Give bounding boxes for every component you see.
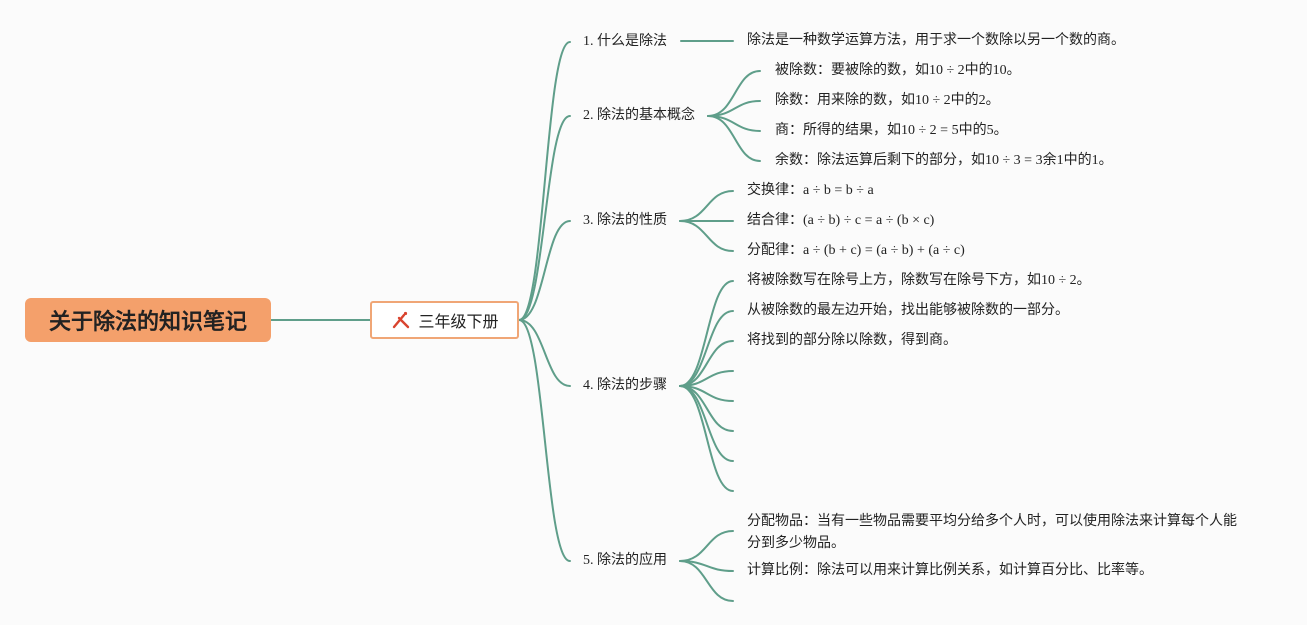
link-branch-1 — [518, 41, 571, 321]
leaf-2-1[interactable]: 被除数：要被除的数，如10 ÷ 2中的10。 — [775, 63, 1021, 78]
leaf-3-2[interactable]: 结合律：(a ÷ b) ÷ c = a ÷ (b × c) — [747, 213, 935, 228]
leaf-2-2[interactable]: 除数：用来除的数，如10 ÷ 2中的2。 — [775, 93, 1000, 108]
leaf-3-3[interactable]: 分配律：a ÷ (b + c) = (a ÷ b) + (a ÷ c) — [747, 243, 965, 258]
link-4-7 — [679, 385, 734, 462]
branch-3-label[interactable]: 3. 除法的性质 — [583, 213, 667, 228]
ruler-pencil-icon — [393, 311, 410, 329]
leaf-5-2[interactable]: 计算比例：除法可以用来计算比例关系，如计算百分比、比率等。 — [747, 563, 1153, 578]
link-branch-5 — [518, 319, 571, 562]
link-4-8 — [679, 385, 734, 492]
leaf-2-4[interactable]: 余数：除法运算后剩下的部分，如10 ÷ 3 = 3余1中的1。 — [775, 153, 1113, 168]
leaf-3-1[interactable]: 交换律：a ÷ b = b ÷ a — [747, 183, 874, 198]
branch-2-label[interactable]: 2. 除法的基本概念 — [583, 108, 695, 123]
leaf-5-1[interactable]: 分配物品：当有一些物品需要平均分给多个人时，可以使用除法来计算每个人能分到多少物… — [747, 514, 1237, 551]
branch-5-label[interactable]: 5. 除法的应用 — [583, 553, 667, 568]
link-branch-3 — [518, 220, 571, 321]
leaf-2-3[interactable]: 商：所得的结果，如10 ÷ 2 = 5中的5。 — [775, 123, 1008, 138]
link-branch-2 — [518, 115, 571, 321]
link-5-3 — [679, 560, 734, 602]
branch-4-label[interactable]: 4. 除法的步骤 — [583, 378, 667, 393]
central-topic[interactable]: 三年级下册 — [370, 301, 519, 339]
leaf-4-3[interactable]: 将找到的部分除以除数，得到商。 — [747, 333, 957, 348]
leaf-4-1[interactable]: 将被除数写在除号上方，除数写在除号下方，如10 ÷ 2。 — [747, 273, 1091, 288]
link-branch-4 — [518, 319, 571, 387]
root-topic[interactable]: 关于除法的知识笔记 — [25, 298, 271, 342]
link-3-3 — [679, 220, 734, 252]
leaf-1-1[interactable]: 除法是一种数学运算方法，用于求一个数除以另一个数的商。 — [747, 33, 1125, 48]
link-4-1 — [679, 280, 734, 387]
link-3-1 — [679, 190, 734, 222]
link-5-1 — [679, 530, 734, 562]
central-topic-label: 三年级下册 — [418, 312, 499, 331]
leaf-4-2[interactable]: 从被除数的最左边开始，找出能够被除数的一部分。 — [747, 303, 1069, 318]
branch-1-label[interactable]: 1. 什么是除法 — [583, 34, 667, 49]
link-4-2 — [679, 310, 734, 387]
root-topic-label: 关于除法的知识笔记 — [48, 310, 247, 335]
link-2-4 — [707, 115, 761, 162]
